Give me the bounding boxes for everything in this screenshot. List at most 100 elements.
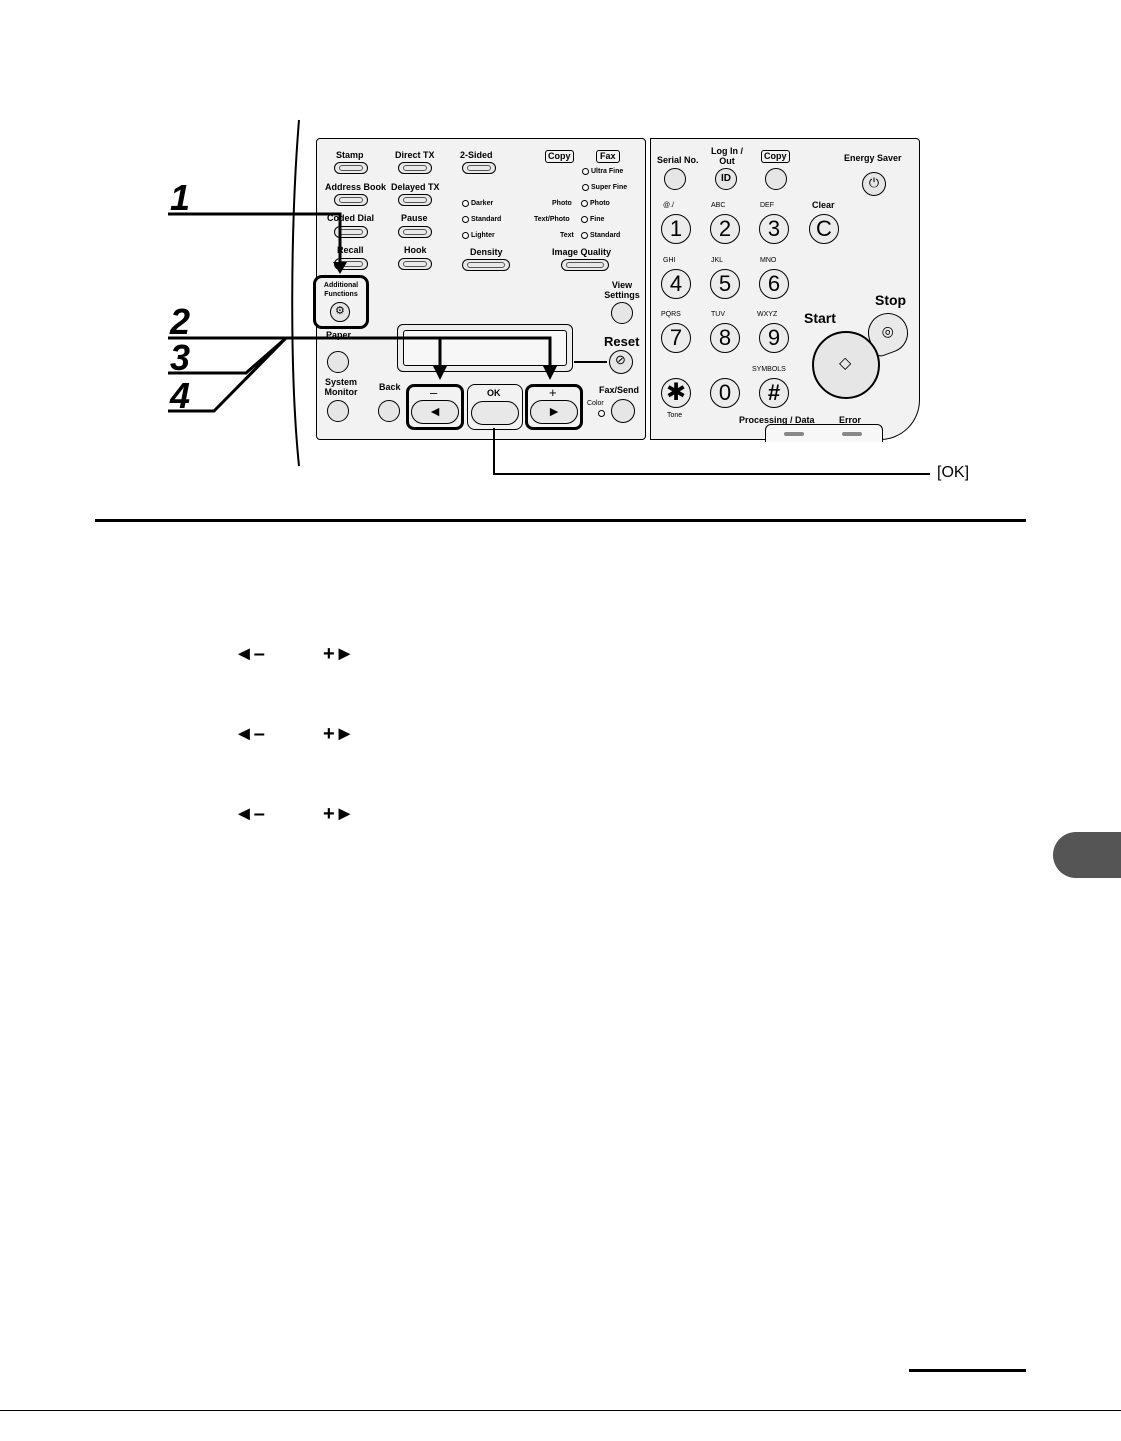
plus-right-glyph-2: +► <box>323 723 355 745</box>
left-arrow-button[interactable]: ◄ <box>411 400 459 424</box>
lighter-led <box>462 232 469 239</box>
key-3[interactable]: 3 <box>759 214 789 244</box>
symbols-label: SYMBOLS <box>752 366 786 373</box>
copy-mode-button[interactable] <box>765 168 787 190</box>
key-1[interactable]: 1 <box>661 214 691 244</box>
minus-label: – <box>430 385 438 400</box>
darker-led <box>462 200 469 207</box>
additional-functions-button[interactable]: ⚙ <box>330 302 350 322</box>
text-label: Text <box>560 232 574 239</box>
step-3-callout: 3 <box>170 337 191 378</box>
fine-led <box>581 216 588 223</box>
key-8[interactable]: 8 <box>710 323 740 353</box>
serial-no-button[interactable] <box>664 168 686 190</box>
ultra-fine-label: Ultra Fine <box>591 168 624 175</box>
serial-no-label: Serial No. <box>657 155 699 165</box>
key-6-sub: MNO <box>760 257 777 264</box>
key-5-sub: JKL <box>711 257 724 264</box>
log-in-out-button[interactable]: ID <box>715 168 737 190</box>
view-settings-button[interactable] <box>611 302 633 324</box>
super-fine-led <box>582 184 589 191</box>
clear-label: Clear <box>812 200 835 210</box>
ok-callout-label: [OK] <box>937 464 970 481</box>
key-8-sub: TUV <box>711 311 725 318</box>
coded-dial-button[interactable] <box>334 226 368 238</box>
stamp-button[interactable] <box>334 162 368 174</box>
key-2[interactable]: 2 <box>710 214 740 244</box>
address-book-label: Address Book <box>325 182 387 192</box>
clear-button[interactable]: C <box>809 214 839 244</box>
system-monitor-button[interactable] <box>327 400 349 422</box>
photo-fax-label: Photo <box>590 200 610 207</box>
right-arrow-icon: ► <box>547 403 561 419</box>
recall-label: Recall <box>337 245 364 255</box>
key-9-sub: WXYZ <box>757 311 778 318</box>
density-label: Density <box>470 247 503 257</box>
paper-label: Paper <box>326 330 352 340</box>
indicator-tray <box>765 424 883 442</box>
plus-label: + <box>549 385 557 400</box>
direct-tx-button[interactable] <box>398 162 432 174</box>
start-icon: ◇ <box>839 355 852 372</box>
text-photo-label: Text/Photo <box>534 216 570 223</box>
address-book-button[interactable] <box>334 194 368 206</box>
key-5[interactable]: 5 <box>710 269 740 299</box>
lcd-display-inner <box>403 330 567 366</box>
symbols-key[interactable]: # <box>759 378 789 408</box>
asterisk-icon: ✱ <box>665 379 687 406</box>
step-4-callout: 4 <box>170 375 191 416</box>
ok-button[interactable] <box>471 401 519 425</box>
error-label: Error <box>839 415 862 425</box>
back-label: Back <box>379 382 401 392</box>
hash-icon: # <box>767 380 781 405</box>
reset-icon: ⊘ <box>615 352 626 367</box>
image-quality-label: Image Quality <box>552 247 612 257</box>
paper-select-button[interactable] <box>327 351 349 373</box>
stamp-label: Stamp <box>336 150 364 160</box>
hook-button[interactable] <box>398 258 432 270</box>
tone-key[interactable]: ✱ <box>661 378 691 408</box>
stop-label: Stop <box>875 292 907 308</box>
start-button[interactable]: ◇ <box>812 331 880 399</box>
page-bottom-rule <box>0 1410 1121 1411</box>
step-2-callout: 2 <box>170 301 191 342</box>
view-settings-label: View Settings <box>604 280 640 300</box>
reset-button[interactable]: ⊘ <box>609 350 633 374</box>
key-4-sub: GHI <box>663 257 676 264</box>
section-divider <box>95 519 1026 522</box>
image-quality-button[interactable] <box>561 259 609 271</box>
processing-data-lamp <box>784 432 804 436</box>
additional-functions-label: Additional Functions <box>323 282 359 298</box>
two-sided-button[interactable] <box>462 162 496 174</box>
density-button[interactable] <box>462 259 510 271</box>
ultra-fine-led <box>582 168 589 175</box>
back-button[interactable] <box>378 400 400 422</box>
energy-saver-label: Energy Saver <box>844 153 902 163</box>
reset-label: Reset <box>604 334 640 349</box>
color-led <box>598 410 605 417</box>
delayed-tx-button[interactable] <box>398 194 432 206</box>
coded-dial-label: Coded Dial <box>327 213 375 223</box>
start-label: Start <box>804 310 836 326</box>
photo-copy-label: Photo <box>552 200 572 207</box>
key-0[interactable]: 0 <box>710 378 740 408</box>
key-6[interactable]: 6 <box>759 269 789 299</box>
system-monitor-label: System Monitor <box>324 377 358 397</box>
continue-rule <box>909 1369 1026 1372</box>
copy-mode-label: Copy <box>761 150 790 163</box>
color-label: Color <box>587 400 604 407</box>
key-7[interactable]: 7 <box>661 323 691 353</box>
key-4[interactable]: 4 <box>661 269 691 299</box>
key-9[interactable]: 9 <box>759 323 789 353</box>
right-arrow-button[interactable]: ► <box>530 400 578 424</box>
standard-fax-led <box>581 232 588 239</box>
direct-tx-label: Direct TX <box>395 150 435 160</box>
hook-label: Hook <box>404 245 427 255</box>
copy-tag: Copy <box>545 150 574 163</box>
energy-saver-button[interactable]: ⏻ <box>862 172 886 196</box>
pause-button[interactable] <box>398 226 432 238</box>
key-3-sub: DEF <box>760 202 774 209</box>
fax-send-button[interactable] <box>611 399 635 423</box>
processing-data-label: Processing / Data <box>739 415 815 425</box>
fax-send-label: Fax/Send <box>599 385 640 395</box>
